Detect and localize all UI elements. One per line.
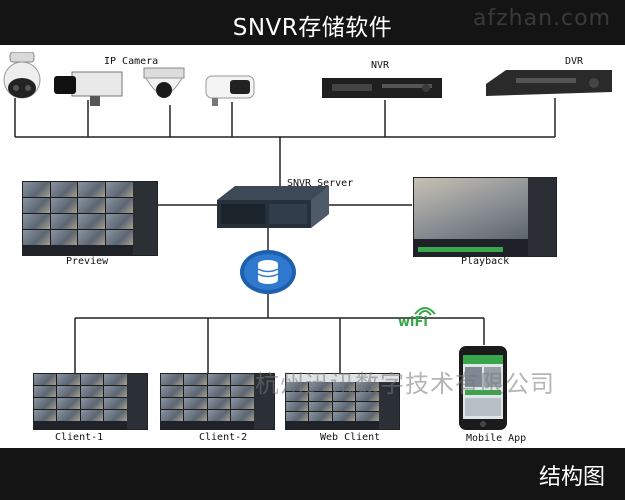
watermark-site: afzhan.com xyxy=(472,6,611,31)
nvr-label: NVR xyxy=(371,60,390,71)
footer-caption: 结构图 xyxy=(538,465,605,490)
client-1-screen xyxy=(33,373,148,430)
dome-camera-icon xyxy=(143,67,185,98)
nvr-device-icon xyxy=(322,78,442,98)
client-2-screen xyxy=(160,373,275,430)
web-client-label: Web Client xyxy=(320,432,381,443)
preview-label: Preview xyxy=(66,256,109,267)
footer-bar xyxy=(0,448,625,500)
preview-screen xyxy=(22,181,158,256)
client-2-label: Client-2 xyxy=(199,432,248,443)
dvr-device-icon xyxy=(486,70,612,96)
mobile-phone-icon xyxy=(459,346,507,430)
wifi-label: wiFi xyxy=(398,315,428,330)
box-camera-icon xyxy=(54,71,123,106)
page-title: SNVR存储软件 xyxy=(232,15,393,41)
ptz-camera-icon xyxy=(3,52,41,99)
mobile-app-label: Mobile App xyxy=(466,433,527,444)
client-1-label: Client-1 xyxy=(55,432,104,443)
playback-label: Playback xyxy=(461,256,510,267)
database-icon xyxy=(240,250,296,294)
wifi-icon xyxy=(414,307,436,316)
web-client-screen xyxy=(285,373,400,430)
snvr-server-label: SNVR Server xyxy=(287,178,354,189)
company-watermark: 杭州迅讯数字技术有限公司 xyxy=(255,370,555,398)
ip-camera-label: IP Camera xyxy=(104,56,159,67)
server-icon xyxy=(217,186,329,228)
playback-screen xyxy=(413,177,557,257)
header-bar xyxy=(0,0,625,45)
bullet-camera-icon xyxy=(205,75,255,106)
dvr-label: DVR xyxy=(565,56,584,67)
